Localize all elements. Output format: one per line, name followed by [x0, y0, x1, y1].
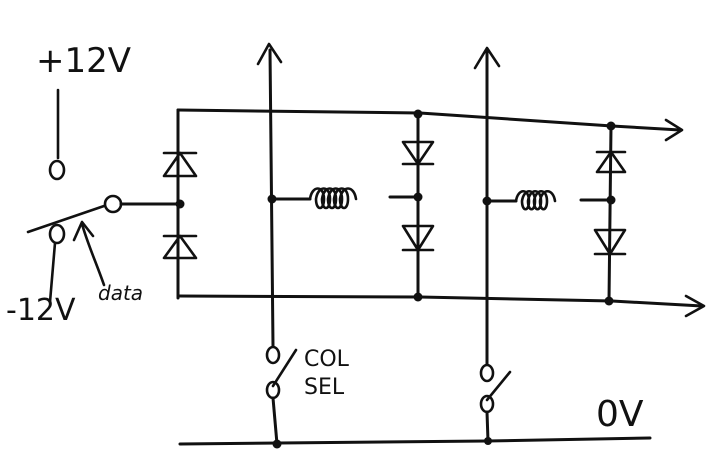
ground-rail [178, 436, 652, 449]
column-1-arrow-icon [256, 42, 283, 66]
left-lower-diode [162, 234, 198, 260]
column-1-switch-top-terminal [265, 345, 281, 365]
left-upper-diode [162, 151, 198, 178]
column-2-switch-top-terminal [479, 363, 495, 383]
minus-12v-terminal [48, 223, 66, 245]
column-1-switch-blade [271, 348, 298, 388]
column-2 [473, 46, 627, 443]
left-diode-pair [162, 151, 198, 260]
top-rail-arrow-icon [664, 118, 684, 142]
data-switch [26, 88, 182, 304]
minus-12v-label: -12V [6, 293, 76, 328]
top-rail [176, 108, 682, 132]
ground-junction-dot-2 [484, 437, 492, 445]
col-label: COL [304, 347, 350, 372]
column-2-upper-diode [595, 150, 627, 174]
rails [176, 108, 706, 318]
data-switch-terminal [103, 194, 123, 214]
column-1-mid-dot [413, 192, 423, 202]
column-2-ground-lead [485, 410, 490, 443]
data-arrow-head-icon [72, 220, 95, 242]
bottom-rail-arrow-icon [684, 294, 706, 318]
ground-junction-dot-1 [272, 439, 282, 449]
column-2-arrow-icon [473, 46, 501, 70]
column-2-coil [514, 189, 557, 211]
ground-rail-line [178, 436, 652, 446]
column-1-upper-diode [401, 140, 435, 166]
column-1 [256, 42, 435, 446]
data-label: data [98, 281, 143, 305]
bottom-rail [176, 294, 704, 308]
column-2-diode-branch [607, 124, 613, 303]
column-1-lower-diode [401, 224, 435, 252]
data-arrow-shaft [80, 222, 106, 287]
column-1-coil [308, 187, 358, 210]
column-2-lower-diode [593, 228, 627, 256]
column-2-bottom-dot [604, 296, 614, 306]
column-1-bottom-dot [413, 292, 423, 302]
data-switch-blade [26, 204, 106, 234]
column-2-mid-dot [606, 195, 616, 205]
left-junction-dot [175, 199, 185, 209]
plus-12v-label: +12V [36, 41, 131, 81]
plus-12v-terminal [48, 159, 66, 181]
column-1-ground-lead [271, 396, 279, 446]
column-1-top-dot [413, 109, 423, 119]
column-2-switch-blade [485, 370, 512, 402]
ground-0v-label: 0V [596, 394, 644, 435]
minus-12v-lead [48, 241, 57, 304]
column-2-top-dot [606, 121, 616, 131]
sel-label: SEL [304, 375, 345, 400]
